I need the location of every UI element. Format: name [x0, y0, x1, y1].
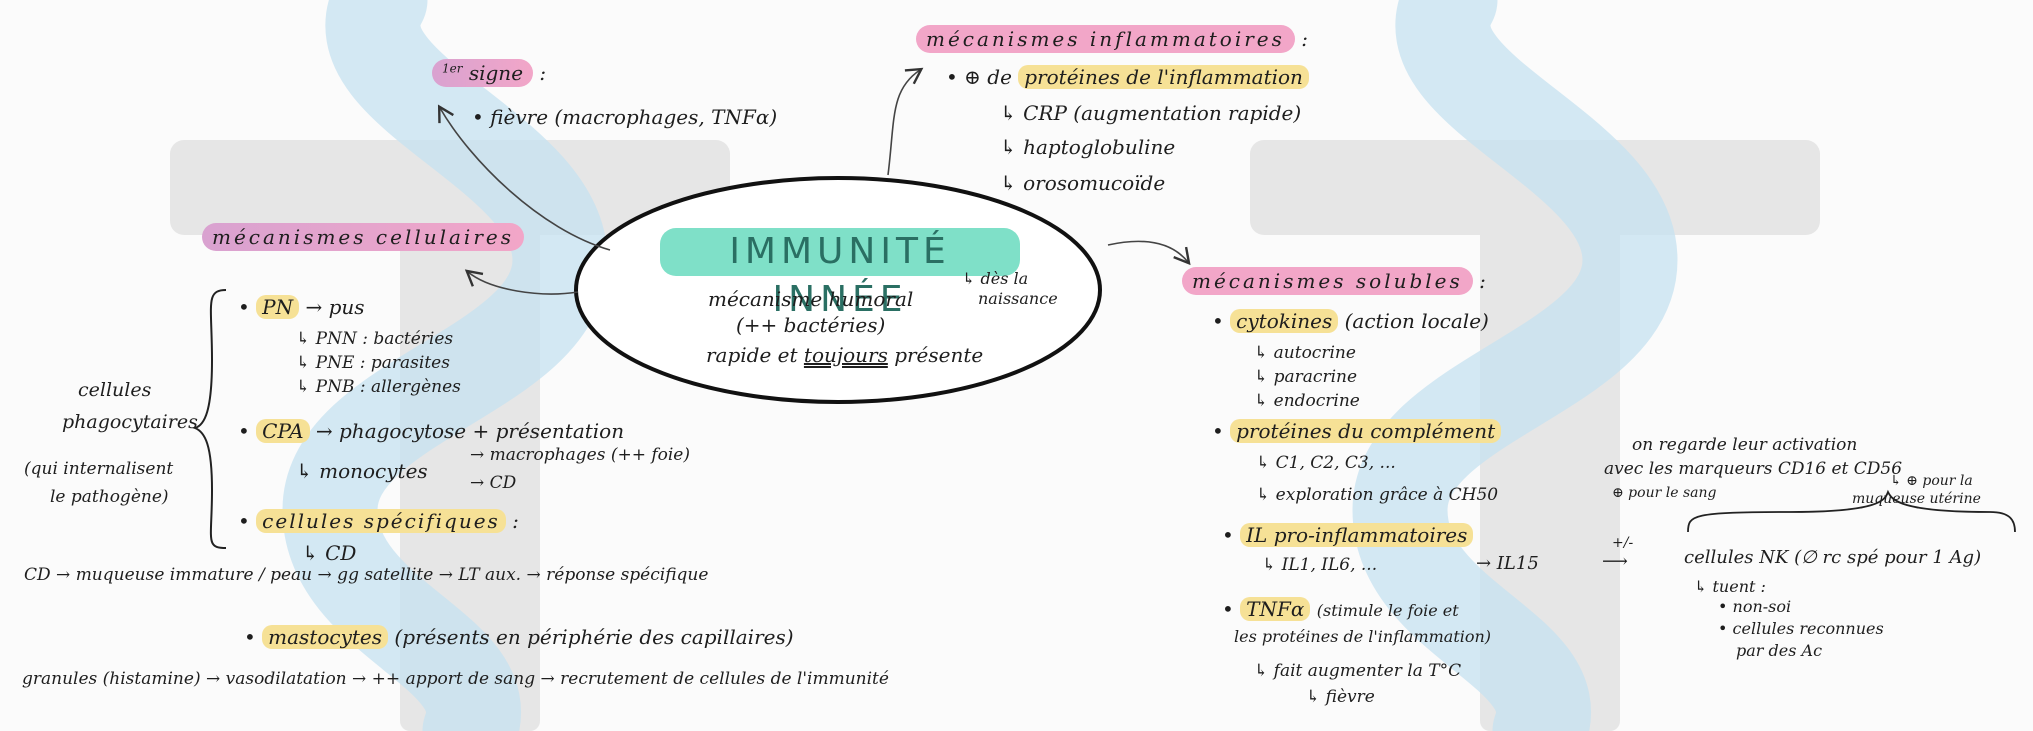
pn-highlight: PN [256, 295, 300, 319]
signe-colon: : [539, 61, 547, 85]
cpa-rest: → phagocytose + présentation [315, 419, 625, 443]
inflam-line1: • ⊕ de protéines de l'inflammation [946, 65, 1309, 89]
cd-pathway-line: CD → muqueuse immature / peau → gg satel… [24, 565, 709, 585]
inflam-item-orosomucoide: ↳ orosomucoïde [1000, 171, 1166, 195]
specifiques-line: • cellules spécifiques : [238, 509, 519, 533]
nk-note-line2: avec les marqueurs CD16 et CD56 [1604, 459, 1903, 479]
cellulaires-title: mécanismes cellulaires [202, 223, 524, 251]
center-line-presente: présente [894, 343, 984, 367]
tnf-highlight: TNFα [1240, 597, 1311, 621]
nk-note-line1: on regarde leur activation [1632, 435, 1858, 455]
left-brace [191, 289, 227, 549]
cd-branch-label: → CD [470, 473, 517, 493]
inflammatoires-heading: mécanismes inflammatoires : [916, 25, 1308, 53]
complement-item-ch50: ↳ exploration grâce à CH50 [1256, 485, 1499, 505]
inflam-item-crp: ↳ CRP (augmentation rapide) [1000, 101, 1302, 125]
side-label-1: cellules [78, 379, 152, 401]
inflam-line1-highlight: protéines de l'inflammation [1018, 65, 1309, 89]
signe-item-fievre: • fièvre (macrophages, TNFα) [472, 105, 778, 129]
cytokine-item-autocrine: ↳ autocrine [1254, 343, 1356, 363]
inflam-line1-prefix: • ⊕ de [946, 65, 1012, 89]
nk-note-muqueuse-2: muqueuse utérine [1852, 491, 1981, 507]
link-to-cellulaires [464, 269, 579, 295]
signe-text: signe [468, 61, 524, 85]
side-label-3: (qui internalisent [24, 459, 174, 479]
inflammatoires-title: mécanismes inflammatoires [916, 25, 1295, 53]
center-line-bacteries: (++ bactéries) [736, 313, 886, 337]
mastocytes-line: • mastocytes (présents en périphérie des… [244, 625, 794, 649]
cytokines-rest: (action locale) [1344, 309, 1489, 333]
nk-note-sang: ⊕ pour le sang [1612, 485, 1717, 501]
specifiques-highlight: cellules spécifiques [256, 509, 506, 533]
il-items: ↳ IL1, IL6, ... [1262, 555, 1378, 575]
cytokine-item-endocrine: ↳ endocrine [1254, 391, 1360, 411]
side-label-4: le pathogène) [50, 487, 169, 507]
solubles-colon: : [1479, 269, 1486, 293]
signe-label: 1er signe [432, 59, 534, 87]
link-to-signe [437, 104, 611, 251]
link-to-inflammatoires [887, 67, 924, 176]
granules-line: granules (histamine) → vasodilatation → … [22, 669, 889, 689]
cellulaires-heading: mécanismes cellulaires [202, 223, 524, 251]
monocytes-label: ↳ monocytes [296, 459, 428, 483]
il-highlight: IL pro-inflammatoires [1240, 523, 1474, 547]
pn-item-pne: ↳ PNE : parasites [296, 353, 450, 373]
tnf-line: • TNFα (stimule le foie et [1222, 597, 1459, 621]
specifiques-colon: : [512, 509, 519, 533]
signe-heading: 1er signe : [432, 59, 547, 87]
cytokines-highlight: cytokines [1230, 309, 1339, 333]
specifiques-cd: ↳ CD [302, 541, 357, 565]
complement-highlight: protéines du complément [1230, 419, 1502, 443]
cpa-highlight: CPA [256, 419, 310, 443]
link-to-solubles [1107, 240, 1191, 266]
inflam-item-haptoglobuline: ↳ haptoglobuline [1000, 135, 1176, 159]
nk-brace [1687, 489, 2016, 533]
il15-label: → IL15 [1476, 553, 1539, 574]
complement-item-c: ↳ C1, C2, C3, ... [1256, 453, 1396, 473]
center-line-toujours: toujours [803, 343, 888, 367]
birth-note-line1: ↳ dès la [962, 269, 1029, 288]
watermark-s-right [1352, 0, 1678, 731]
mastocytes-rest: (présents en périphérie des capillaires) [394, 625, 794, 649]
il-line: • IL pro-inflammatoires [1222, 523, 1474, 547]
macrophages-label: → macrophages (++ foie) [470, 445, 691, 465]
tnf-rest-line2: les protéines de l'inflammation) [1234, 627, 1492, 646]
center-line-rapide: rapide et toujours présente [706, 344, 983, 366]
il15-plusminus: +/- [1612, 535, 1634, 551]
il15-arrow: ⟶ [1602, 551, 1628, 572]
nk-item-par-ac: par des Ac [1736, 641, 1823, 660]
inflammatoires-colon: : [1301, 27, 1308, 51]
cpa-line: • CPA → phagocytose + présentation [238, 419, 625, 443]
cytokines-line: • cytokines (action locale) [1212, 309, 1489, 333]
complement-line: • protéines du complément [1212, 419, 1502, 443]
solubles-heading: mécanismes solubles : [1182, 267, 1486, 295]
signe-sup: 1er [442, 61, 463, 76]
birth-note-line2: naissance [978, 289, 1058, 308]
tnf-item-fievre: ↳ fièvre [1306, 687, 1375, 707]
nk-title: cellules NK (∅ rc spé pour 1 Ag) [1684, 547, 1982, 568]
solubles-title: mécanismes solubles [1182, 267, 1473, 295]
center-line-rapide-a: rapide et [706, 343, 798, 367]
nk-tuent: ↳ tuent : [1694, 577, 1766, 596]
pn-item-pnn: ↳ PNN : bactéries [296, 329, 454, 349]
tnf-item-temperature: ↳ fait augmenter la T°C [1254, 661, 1462, 681]
central-title: IMMUNITÉ INNÉE [660, 228, 1020, 320]
pn-line: • PN → pus [238, 295, 365, 319]
center-line-humoral: mécanisme humoral [708, 287, 914, 311]
mastocytes-highlight: mastocytes [262, 625, 389, 649]
cytokine-item-paracrine: ↳ paracrine [1254, 367, 1358, 387]
nk-item-non-soi: • non-soi [1718, 597, 1792, 616]
tnf-rest: (stimule le foie et [1316, 601, 1459, 620]
side-label-2: phagocytaires [62, 411, 198, 433]
pn-item-pnb: ↳ PNB : allergènes [296, 377, 461, 397]
nk-item-cellules: • cellules reconnues [1718, 619, 1884, 638]
pn-rest: → pus [305, 295, 365, 319]
nk-note-muqueuse-1: ↳ ⊕ pour la [1890, 473, 1973, 489]
